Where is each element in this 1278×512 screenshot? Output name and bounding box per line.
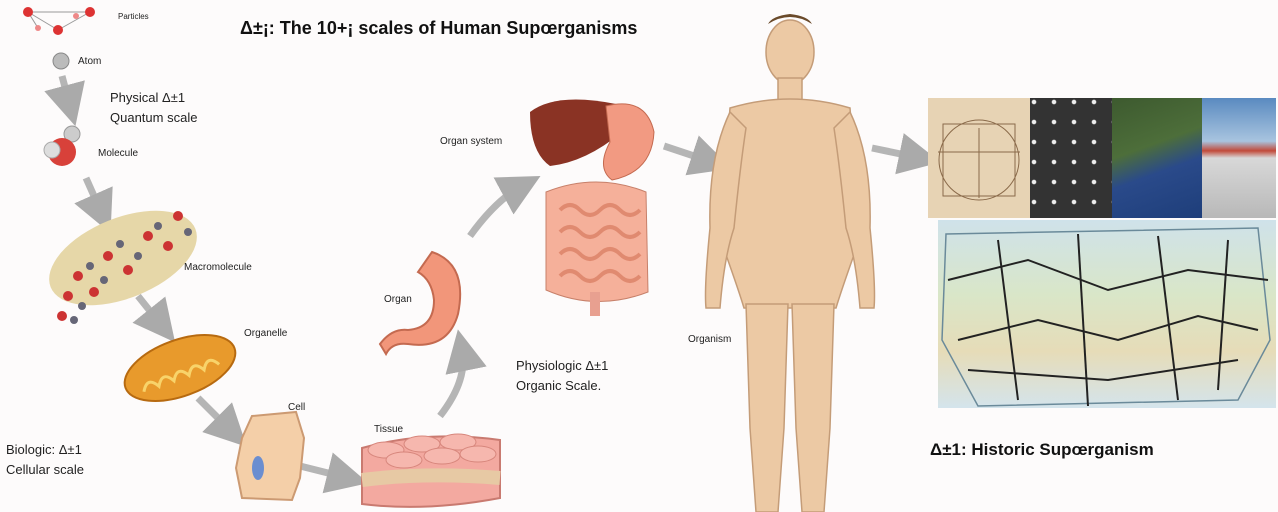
tissue-illustration <box>356 428 506 512</box>
cell-illustration <box>232 408 312 504</box>
biologic-scale-line1: Biologic: Δ±1 <box>6 440 84 460</box>
macromolecule-label: Macromolecule <box>184 262 252 273</box>
organelle-label: Organelle <box>244 328 287 339</box>
organelle-illustration <box>120 326 244 410</box>
macromolecule-illustration <box>38 196 208 336</box>
biologic-scale-line2: Cellular scale <box>6 460 84 480</box>
vitruvian-man-image <box>928 98 1030 218</box>
physiologic-scale-line2: Organic Scale. <box>516 376 608 396</box>
cells-micrograph-image <box>1030 98 1112 218</box>
historic-scale-text: Δ±1: Historic Supœrganism <box>930 440 1154 460</box>
cell-label: Cell <box>288 402 305 413</box>
organ-label: Organ <box>384 294 412 305</box>
physiologic-scale-text: Physiologic Δ±1 Organic Scale. <box>516 356 608 396</box>
tissue-label: Tissue <box>374 424 403 435</box>
biologic-scale-text: Biologic: Δ±1 Cellular scale <box>6 440 84 480</box>
river-landscape-image <box>1112 98 1202 218</box>
organism-illustration <box>690 8 890 512</box>
molecule-label: Molecule <box>98 148 138 159</box>
supoerganism-collage <box>928 98 1276 408</box>
organ-system-illustration <box>526 92 666 322</box>
organism-label: Organism <box>688 334 731 345</box>
physiologic-scale-line1: Physiologic Δ±1 <box>516 356 608 376</box>
us-map-image <box>938 220 1276 408</box>
molecule-illustration <box>40 122 96 174</box>
building-flags-image <box>1202 98 1276 218</box>
organ-system-label: Organ system <box>440 136 502 147</box>
